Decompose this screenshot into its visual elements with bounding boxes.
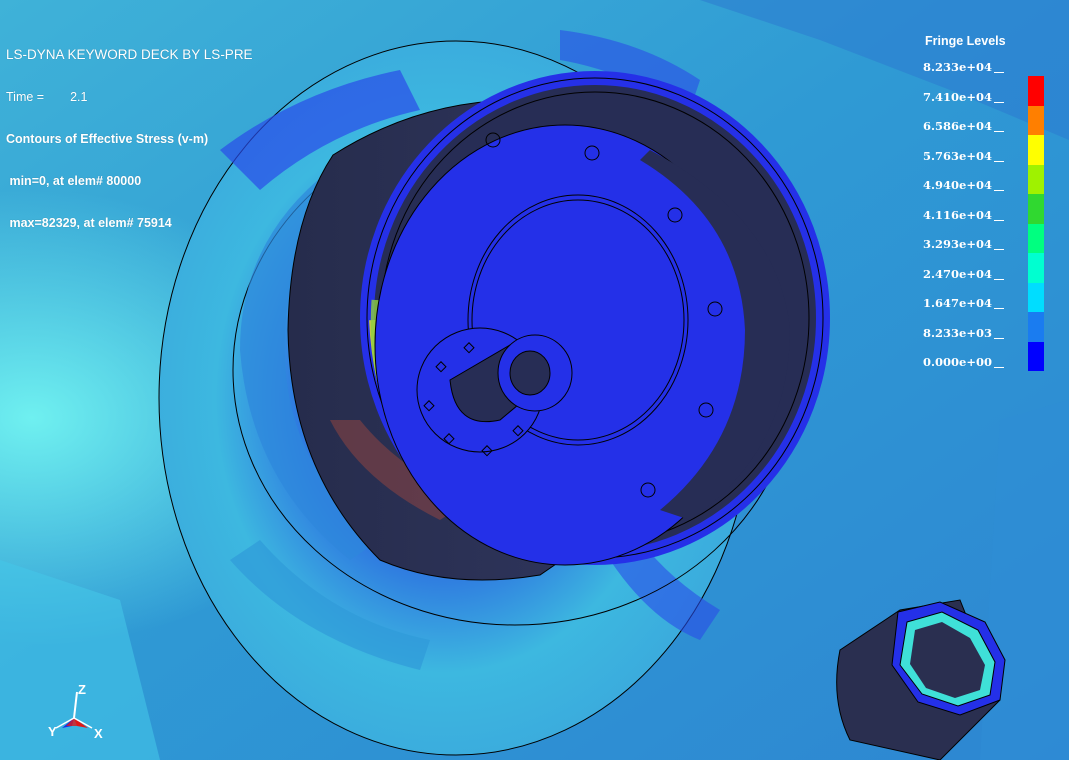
fringe-level-label: 8.233e+04: [923, 60, 1033, 74]
fringe-color-bar: [1028, 76, 1044, 371]
fringe-color-band: [1028, 135, 1044, 165]
fringe-color-band: [1028, 253, 1044, 283]
fringe-level-label: 1.647e+04: [923, 296, 1033, 310]
fringe-level-label: 6.586e+04: [923, 119, 1033, 133]
fringe-color-band: [1028, 105, 1044, 135]
axis-x-label: X: [94, 726, 103, 741]
fringe-color-band: [1028, 164, 1044, 194]
min-line: min=0, at elem# 80000: [6, 174, 142, 188]
axis-y-label: Y: [48, 724, 57, 739]
fringe-color-band: [1028, 76, 1044, 106]
fringe-level-label: 5.763e+04: [923, 149, 1033, 163]
triad-icon: [55, 691, 93, 729]
time-value: 2.1: [70, 90, 88, 104]
fringe-level-label: 2.470e+04: [923, 267, 1033, 281]
fringe-color-band: [1028, 223, 1044, 253]
fringe-title: Fringe Levels: [925, 34, 1006, 48]
fringe-level-label: 4.940e+04: [923, 178, 1033, 192]
deck-title: LS-DYNA KEYWORD DECK BY LS-PRE: [6, 47, 253, 62]
axis-triad: Z Y X: [44, 680, 124, 741]
fringe-level-label: 3.293e+04: [923, 237, 1033, 251]
fringe-level-label: 4.116e+04: [923, 208, 1033, 222]
fringe-color-band: [1028, 194, 1044, 224]
fringe-color-band: [1028, 282, 1044, 312]
info-header: LS-DYNA KEYWORD DECK BY LS-PRE Time = 2.1…: [6, 20, 253, 258]
max-line: max=82329, at elem# 75914: [6, 216, 172, 230]
time-label: Time =: [6, 90, 45, 104]
fringe-legend: Fringe Levels 8.233e+04 7.410e+04 6.586e+0…: [905, 34, 1055, 394]
fringe-level-label: 0.000e+00: [923, 355, 1033, 369]
fringe-level-label: 8.233e+03: [923, 326, 1033, 340]
bolt-holes: [485, 132, 723, 498]
axis-z-label: Z: [78, 682, 86, 697]
fringe-color-band: [1028, 341, 1044, 371]
fringe-level-label: 7.410e+04: [923, 90, 1033, 104]
contour-label: Contours of Effective Stress (v-m): [6, 132, 209, 146]
fringe-color-band: [1028, 312, 1044, 342]
